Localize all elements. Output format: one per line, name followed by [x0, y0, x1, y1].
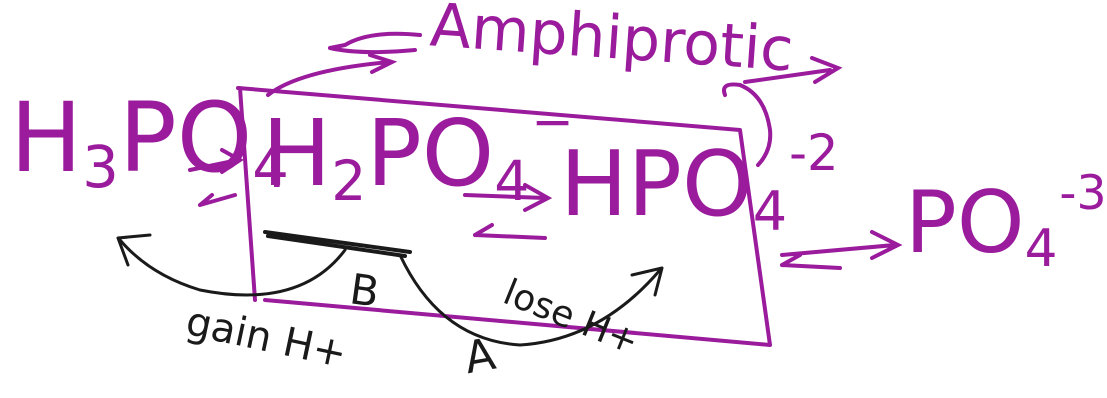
underline	[263, 230, 412, 258]
hpo4-sub2: 4	[752, 180, 788, 244]
h3po4-mid: PO	[118, 82, 253, 194]
h2po4-base: H	[262, 100, 332, 207]
h3po4-sub2: 4	[252, 134, 289, 202]
species-hpo4: HPO4-2	[560, 129, 839, 239]
heading-left-arrow	[328, 31, 422, 55]
eq-arrow-3	[780, 230, 903, 270]
lose-curved-arrow	[398, 253, 664, 347]
gain-curved-arrow	[116, 233, 347, 297]
h2po4-sub1: 2	[331, 150, 367, 215]
heading-right-arrow	[743, 56, 843, 84]
h3po4-sub1: 3	[82, 134, 119, 202]
species-h2po4: H2PO4−	[262, 97, 574, 210]
species-po4: PO4-3	[905, 170, 1107, 275]
po4-base: PO	[905, 173, 1025, 273]
right-curl	[722, 82, 773, 167]
hpo4-base: HPO	[560, 132, 753, 237]
h2po4-sub2: 4	[494, 150, 530, 215]
po4-sub2: 4	[1024, 219, 1058, 280]
eq-arrow-1	[188, 148, 244, 207]
base-b-label: B	[346, 264, 383, 317]
species-h3po4: H3PO4	[10, 90, 289, 196]
eq-arrow-2	[463, 183, 553, 240]
po4-charge: -3	[1059, 166, 1107, 222]
top-curved-arrow-left	[266, 53, 398, 97]
amphiprotic-box	[236, 86, 772, 347]
hpo4-charge: -2	[789, 124, 839, 183]
h2po4-mid: PO	[366, 100, 495, 207]
h3po4-base: H	[10, 82, 83, 194]
h2po4-charge: −	[531, 92, 574, 152]
